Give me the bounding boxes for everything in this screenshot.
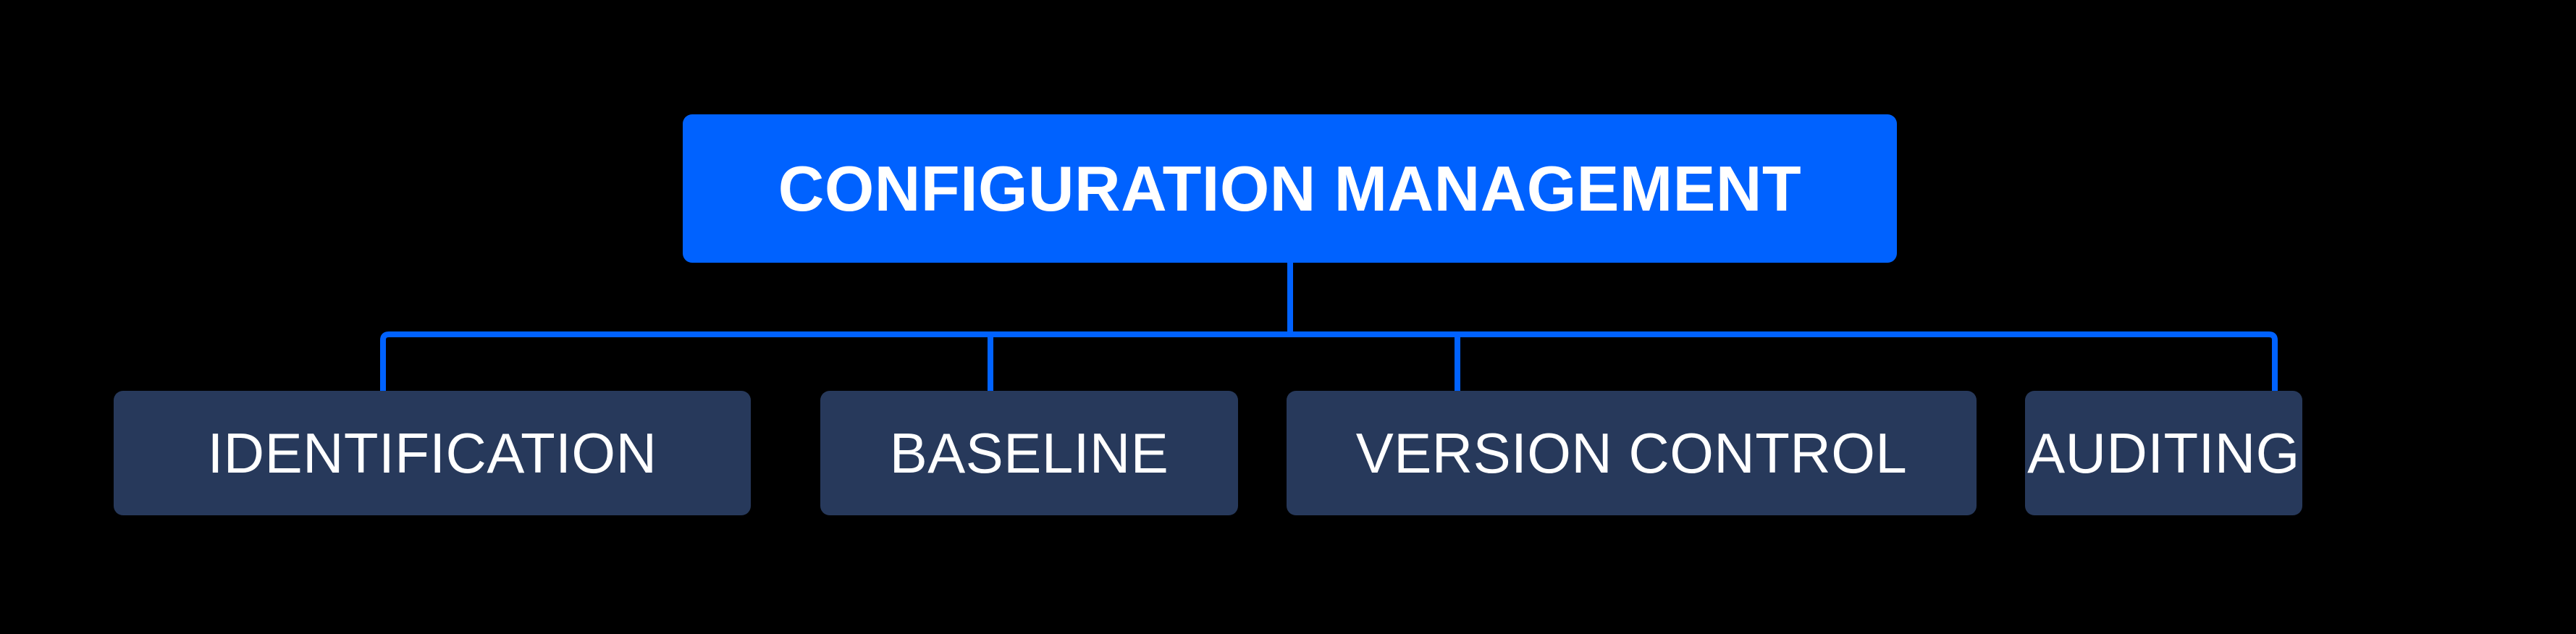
node-configuration-management[interactable]: CONFIGURATION MANAGEMENT (683, 114, 1897, 263)
node-identification[interactable]: IDENTIFICATION (114, 391, 751, 515)
connector-bus (380, 331, 2278, 391)
node-label-baseline: BASELINE (889, 421, 1169, 485)
node-label-root: CONFIGURATION MANAGEMENT (778, 152, 1802, 224)
node-version-control[interactable]: VERSION CONTROL (1287, 391, 1977, 515)
node-label-auditing: AUDITING (2027, 421, 2300, 485)
node-auditing[interactable]: AUDITING (2025, 391, 2302, 515)
node-label-identification: IDENTIFICATION (207, 421, 657, 485)
node-baseline[interactable]: BASELINE (820, 391, 1238, 515)
node-label-version-control: VERSION CONTROL (1355, 421, 1908, 485)
